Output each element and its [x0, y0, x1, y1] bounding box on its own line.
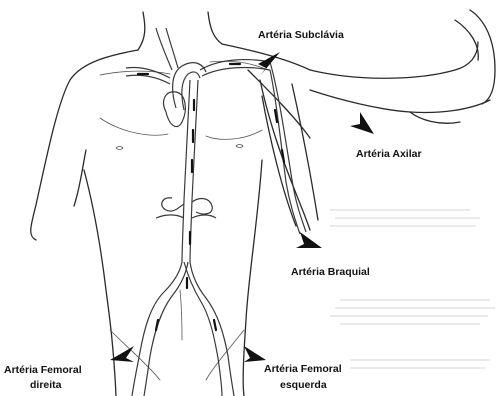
flow-arrows [138, 64, 284, 330]
label-arteria-femoral-direita-line1: Artéria Femoral [4, 364, 82, 376]
label-arteria-femoral-esquerda-line1: Artéria Femoral [264, 363, 342, 375]
label-arteria-femoral-esquerda-line2: esquerda [280, 379, 327, 391]
arterial-tree [126, 28, 306, 396]
label-arteria-femoral-direita-line2: direita [30, 379, 62, 391]
label-arteria-braquial: Artéria Braquial [291, 266, 370, 278]
label-arteria-subclavia: Artéria Subclávia [258, 29, 344, 41]
background-bleed-through [330, 210, 495, 368]
label-arteria-axilar: Artéria Axilar [356, 148, 422, 160]
torso-outline [31, 10, 495, 396]
